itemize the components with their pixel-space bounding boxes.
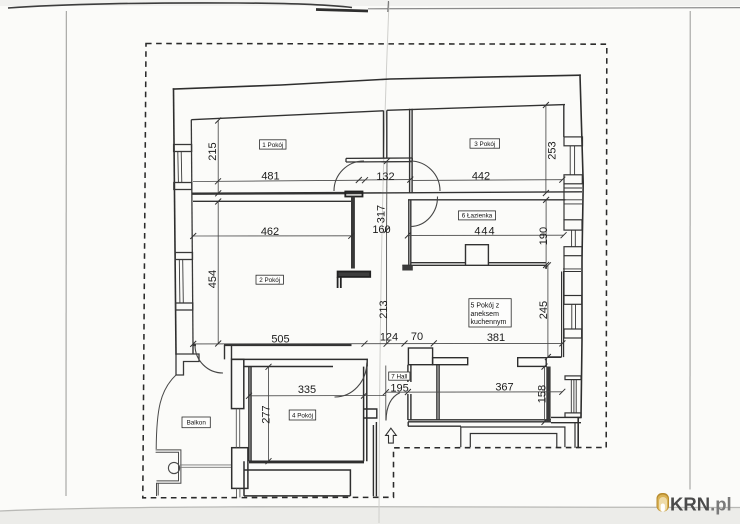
svg-text:160: 160 bbox=[372, 224, 390, 236]
svg-text:442: 442 bbox=[472, 171, 490, 183]
svg-text:6 Łazienka: 6 Łazienka bbox=[462, 213, 493, 220]
svg-text:190: 190 bbox=[538, 227, 550, 245]
svg-text:367: 367 bbox=[495, 382, 513, 394]
svg-text:462: 462 bbox=[261, 226, 279, 238]
svg-text:253: 253 bbox=[547, 141, 559, 159]
svg-text:70: 70 bbox=[411, 331, 423, 343]
svg-text:195: 195 bbox=[390, 383, 408, 395]
svg-text:245: 245 bbox=[538, 301, 550, 319]
svg-text:277: 277 bbox=[261, 405, 273, 423]
svg-text:124: 124 bbox=[380, 332, 398, 344]
svg-text:Balkon: Balkon bbox=[187, 420, 207, 427]
svg-text:kuchennym: kuchennym bbox=[471, 319, 507, 326]
svg-text:454: 454 bbox=[207, 270, 219, 288]
svg-text:2 Pokój: 2 Pokój bbox=[259, 277, 280, 284]
svg-text:132: 132 bbox=[376, 171, 394, 183]
svg-text:4 Pokój: 4 Pokój bbox=[292, 412, 313, 419]
svg-text:KRN.pl: KRN.pl bbox=[670, 494, 732, 515]
svg-text:335: 335 bbox=[298, 384, 316, 396]
svg-text:158: 158 bbox=[537, 385, 549, 403]
svg-text:317: 317 bbox=[376, 205, 388, 223]
svg-text:215: 215 bbox=[207, 142, 219, 160]
svg-text:7 Hall: 7 Hall bbox=[391, 374, 407, 381]
svg-text:213: 213 bbox=[378, 300, 390, 318]
svg-text:5 Pokój z: 5 Pokój z bbox=[471, 303, 500, 310]
svg-text:1 Pokój: 1 Pokój bbox=[262, 142, 283, 149]
svg-text:3 Pokój: 3 Pokój bbox=[474, 141, 495, 148]
svg-text:505: 505 bbox=[271, 334, 289, 346]
svg-text:381: 381 bbox=[487, 332, 505, 344]
svg-text:481: 481 bbox=[261, 171, 279, 183]
svg-text:444: 444 bbox=[474, 226, 495, 238]
svg-text:aneksem: aneksem bbox=[471, 311, 500, 318]
